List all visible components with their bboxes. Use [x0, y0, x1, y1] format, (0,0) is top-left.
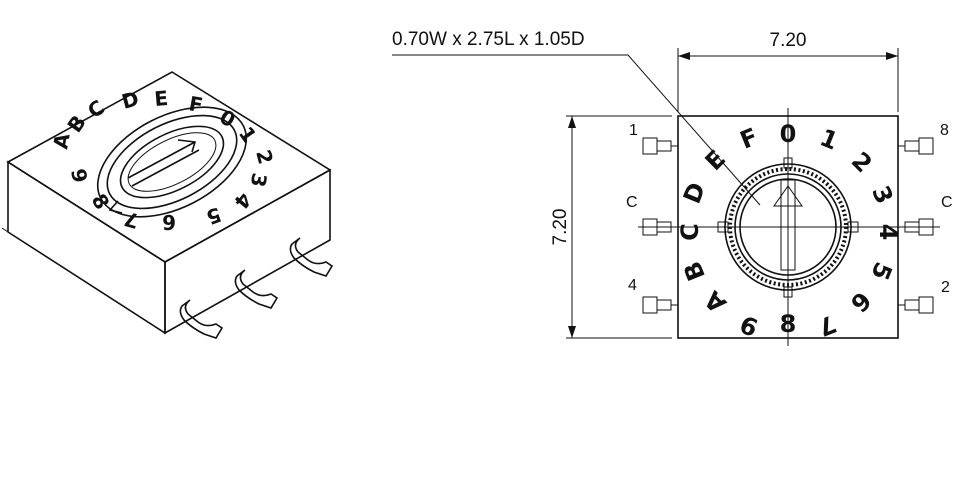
top-label-c: C — [676, 223, 704, 241]
pin-label-c-right: C — [941, 194, 953, 211]
iso-label-f: F — [187, 91, 205, 117]
top-label-b: B — [678, 257, 711, 284]
iso-label-4: 4 — [229, 188, 256, 214]
iso-terminals — [179, 237, 334, 339]
iso-label-d: D — [119, 86, 141, 113]
top-label-3: 3 — [866, 182, 898, 208]
iso-label-6: 6 — [162, 210, 176, 234]
pin-label-1: 1 — [629, 122, 638, 139]
right-terminals — [898, 137, 934, 314]
iso-label-b: B — [62, 111, 90, 137]
iso-label-5: 5 — [203, 202, 224, 229]
iso-label-3: 3 — [246, 171, 272, 189]
top-label-8: 8 — [780, 310, 797, 338]
isometric-view: 8 9 A B C D E F 0 1 2 3 4 5 6 7 — [1, 71, 334, 339]
left-terminals — [642, 137, 678, 314]
iso-label-7: 7 — [122, 207, 142, 234]
top-label-5: 5 — [865, 258, 897, 284]
iso-label-a: A — [48, 131, 74, 151]
top-label-a: A — [699, 285, 732, 318]
iso-label-2: 2 — [251, 147, 278, 167]
top-view: 0.70W x 2.75L x 1.05D 7.20 7.20 — [392, 29, 953, 346]
top-label-4: 4 — [874, 224, 902, 241]
top-label-1: 1 — [816, 123, 842, 155]
top-label-2: 2 — [846, 147, 878, 179]
top-label-7: 7 — [814, 309, 840, 341]
top-label-0: 0 — [780, 120, 797, 148]
pin-label-2: 2 — [941, 279, 950, 296]
pin-label-c-left: C — [626, 194, 638, 211]
height-dimension: 7.20 — [550, 209, 571, 246]
top-label-9: 9 — [736, 309, 762, 341]
iso-label-9: 9 — [66, 167, 92, 185]
top-label-6: 6 — [845, 286, 877, 318]
pin-label-4: 4 — [628, 277, 637, 294]
iso-label-e: E — [153, 86, 169, 111]
pin-label-8: 8 — [940, 122, 949, 139]
top-label-f: F — [736, 123, 762, 155]
slot-spec-label: 0.70W x 2.75L x 1.05D — [392, 29, 585, 50]
top-label-d: D — [678, 179, 711, 208]
iso-label-1: 1 — [234, 122, 262, 147]
top-label-e: E — [700, 145, 731, 176]
width-dimension: 7.20 — [770, 30, 807, 51]
top-dial-labels: 0 1 2 3 4 5 6 7 8 9 A B C D E F — [676, 120, 902, 342]
pin-labels: 1 8 C C 4 2 — [626, 122, 953, 296]
